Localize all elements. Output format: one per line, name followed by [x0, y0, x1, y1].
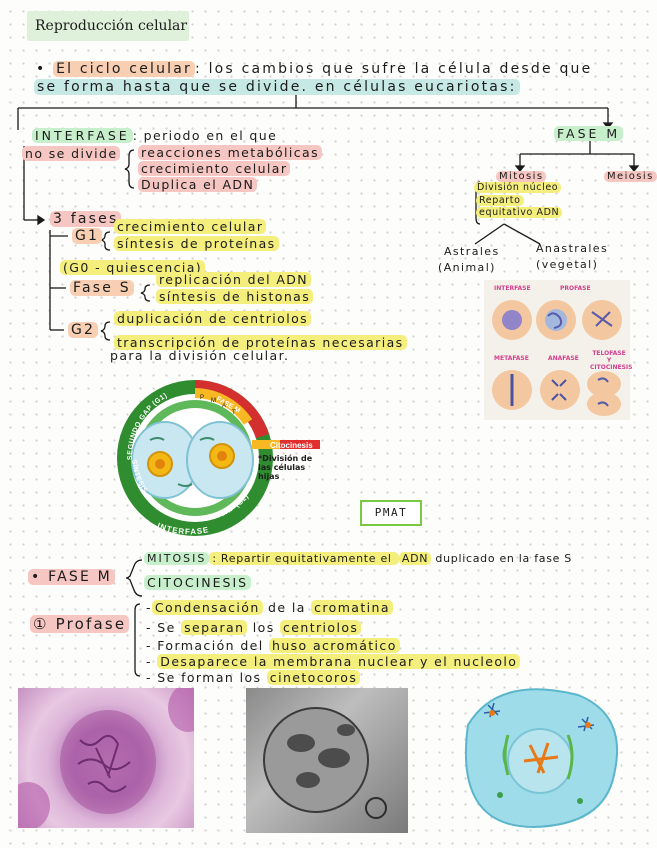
- meiosis-wrap: Meiosis: [604, 172, 657, 182]
- term-separan: separan: [181, 620, 247, 635]
- profase-wrap: ① Profase: [30, 617, 129, 632]
- interfase-def-1: : periodo en el que: [133, 128, 278, 143]
- cell-illustration: [448, 675, 620, 835]
- phase-telofase: TELOFASE Y CITOCINESIS: [590, 350, 628, 371]
- interfase-item-1: reacciones metabólicas: [138, 145, 322, 160]
- mitosis2-label: MITOSIS: [144, 552, 209, 565]
- cycle-division-note: *División de las células hijas: [258, 454, 316, 482]
- astrales: Astrales: [444, 246, 500, 257]
- interfase-def-2-wrap: no se divide: [22, 148, 120, 161]
- mitosis-item-3-wrap: equitativo ADN: [476, 208, 562, 218]
- mitosis-wrap: Mitosis: [496, 172, 546, 182]
- interfase-def-2: no se divide: [22, 146, 120, 161]
- profase-item-2: - Se separan los centriolos: [146, 622, 361, 635]
- interfase-item-1-wrap: reacciones metabólicas: [138, 147, 322, 160]
- term-desaparece: Desaparece la membrana nuclear y el nucl…: [157, 654, 520, 669]
- mitosis-label: Mitosis: [496, 171, 546, 182]
- phase-profase: PROFASE: [560, 285, 591, 292]
- phase-interfase: INTERFASE: [494, 285, 531, 292]
- mitosis2-def-adn: ADN: [399, 552, 431, 565]
- phase-metafase: METAFASE: [494, 355, 529, 362]
- intro-line-1: • El ciclo celular: los cambios que sufr…: [36, 62, 592, 76]
- citocinesis2-label: CITOCINESIS: [144, 575, 251, 590]
- g1-item-1: crecimiento celular: [114, 219, 266, 234]
- profase-item-4: - Desaparece la membrana nuclear y el nu…: [146, 656, 520, 669]
- profase-label: ① Profase: [30, 615, 129, 633]
- intro-term: El ciclo celular: [53, 61, 195, 77]
- fase-m-label: FASE M: [554, 126, 623, 141]
- text: - Formación del: [146, 638, 269, 653]
- interfase-item-3-wrap: Duplica el ADN: [138, 179, 257, 192]
- interfase-item-2-wrap: crecimiento celular: [138, 163, 290, 176]
- text: - Se: [146, 620, 181, 635]
- mitosis2-line: MITOSIS: Repartir equitativamente el ADN…: [144, 553, 572, 564]
- term-huso: huso acromático: [269, 638, 400, 653]
- mitosis-item-2: Reparto: [476, 195, 524, 206]
- fases-wrap: 3 fases: [50, 212, 121, 226]
- meiosis-label: Meiosis: [604, 171, 657, 182]
- s-item-2: síntesis de histonas: [156, 289, 313, 304]
- g2-item-3-wrap: para la división celular.: [110, 350, 289, 363]
- term-centriolos: centriolos: [280, 620, 361, 635]
- term-cromatina: cromatina: [311, 600, 393, 615]
- s-item-1: replicación del ADN: [156, 272, 311, 287]
- g2-item-1: duplicación de centriolos: [114, 311, 311, 326]
- anastrales-vegetal: (vegetal): [536, 259, 598, 270]
- micrograph-electron: [246, 688, 408, 833]
- text: -: [146, 654, 157, 669]
- text: - Se forman los: [146, 670, 267, 685]
- s-wrap: Fase S: [70, 281, 134, 295]
- astrales-animal: (Animal): [438, 262, 496, 273]
- interfase-heading: INTERFASE: periodo en el que: [32, 130, 277, 143]
- chromosome-image: [18, 688, 194, 828]
- profase-item-3: - Formación del huso acromático: [146, 640, 400, 653]
- s-item-1-wrap: replicación del ADN: [156, 274, 311, 287]
- citocinesis2-wrap: CITOCINESIS: [144, 577, 251, 590]
- interfase-item-3: Duplica el ADN: [138, 177, 257, 192]
- g1-item-2-wrap: síntesis de proteínas: [114, 238, 279, 251]
- intro-text-2: se forma hasta que se divide. en células…: [34, 79, 520, 95]
- pmat-box: PMAT: [360, 500, 422, 526]
- electron-image: [246, 688, 408, 833]
- profase-illustration: [448, 675, 620, 835]
- profase-item-5: - Se forman los cinetocoros: [146, 672, 360, 685]
- mitosis2-def-b: duplicado en la fase S: [431, 552, 572, 565]
- mitosis-item-3: equitativo ADN: [476, 207, 562, 218]
- g1-wrap: G1: [72, 229, 102, 243]
- micrograph-light: [18, 688, 194, 828]
- mitosis-item-2-wrap: Reparto: [476, 196, 524, 206]
- g2-wrap: G2: [68, 323, 98, 337]
- intro-text-1: : los cambios que sufre la célula desde …: [195, 61, 592, 77]
- profase-item-1: -Condensación de la cromatina: [146, 602, 393, 615]
- fases-label: 3 fases: [50, 211, 121, 227]
- g2-item-3: para la división celular.: [110, 348, 289, 363]
- g1-label: G1: [72, 228, 102, 244]
- mitosis-item-1-wrap: División núcleo: [474, 183, 561, 193]
- fase-m-wrap: FASE M: [554, 128, 623, 141]
- g2-item-1-wrap: duplicación de centriolos: [114, 313, 311, 326]
- term-cinetocoros: cinetocoros: [267, 670, 360, 685]
- s-item-2-wrap: síntesis de histonas: [156, 291, 313, 304]
- fase-m2-label: • FASE M: [28, 569, 115, 585]
- mitosis-item-1: División núcleo: [474, 182, 561, 193]
- text: los: [247, 620, 280, 635]
- mitosis2-def-a: : Repartir equitativamente el: [209, 552, 399, 565]
- s-label: Fase S: [70, 280, 134, 296]
- intro-line-2: se forma hasta que se divide. en células…: [34, 80, 520, 94]
- g2-label: G2: [68, 322, 98, 338]
- phase-anafase: ANAFASE: [548, 355, 579, 362]
- bullet: •: [36, 61, 46, 77]
- interfase-item-2: crecimiento celular: [138, 161, 290, 176]
- interfase-label: INTERFASE: [32, 128, 133, 143]
- g1-item-1-wrap: crecimiento celular: [114, 221, 266, 234]
- g1-item-2: síntesis de proteínas: [114, 236, 279, 251]
- fase-m2-wrap: • FASE M: [28, 570, 115, 584]
- term-condensacion: Condensación: [152, 600, 263, 615]
- text: de la: [263, 600, 311, 615]
- anastrales: Anastrales: [536, 243, 608, 254]
